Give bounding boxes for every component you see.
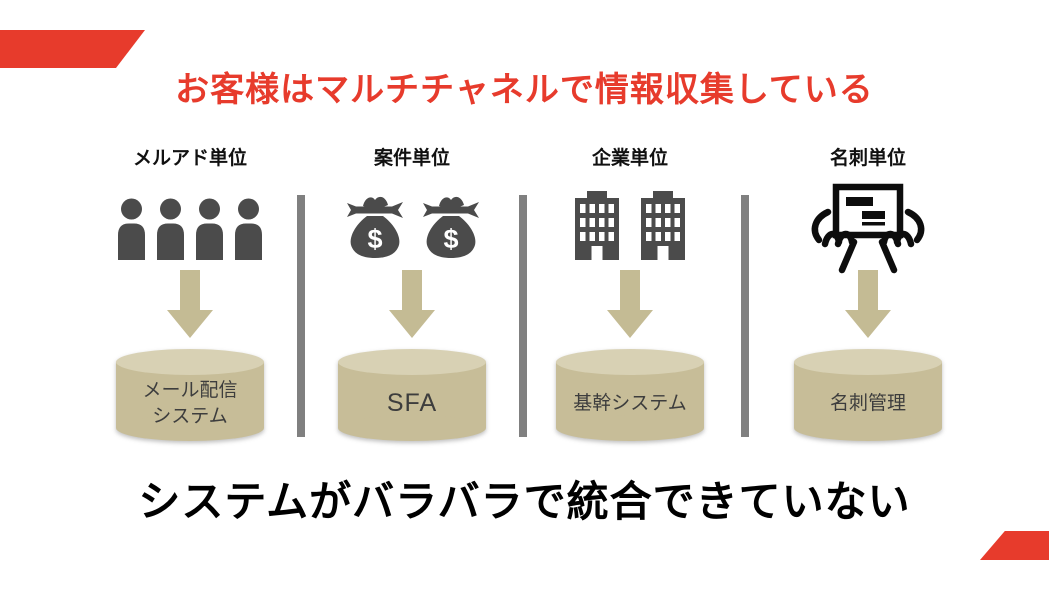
channel-column-business-card: 名刺単位 [763,143,973,443]
system-cylinder: メール配信 システム [116,348,264,442]
people-group-icon [85,188,295,260]
system-name: 名刺管理 [829,393,906,415]
system-name: SFA [386,389,438,418]
conclusion-text: システムがバラバラで統合できていない [138,478,911,525]
slide-title: お客様はマルチチャネルで情報収集している [175,71,874,109]
column-header: 企業単位 [591,148,668,169]
system-cylinder: SFA [338,348,486,442]
system-cylinder: 名刺管理 [794,348,942,442]
business-card-exchange-icon [763,183,973,274]
dollar-sign: $ [367,224,382,254]
system-name: メール配信 システム [142,380,238,427]
column-divider [519,195,527,437]
channel-column-deal: 案件単位 $ $ [307,143,517,443]
channel-column-mail-address: メルアド単位 メール配信 システム [85,143,295,443]
red-parallelogram-bottom-right [980,531,1049,560]
money-bags-icon: $ $ [307,188,517,260]
channel-column-company: 企業単位 [525,143,735,443]
column-header: 名刺単位 [829,148,906,169]
down-arrow-icon [607,270,653,338]
column-divider [297,195,305,437]
down-arrow-icon [845,270,891,338]
down-arrow-icon [389,270,435,338]
column-divider [741,195,749,437]
column-header: 案件単位 [373,148,450,169]
system-name: 基幹システム [573,393,687,415]
office-buildings-icon [525,188,735,260]
down-arrow-icon [167,270,213,338]
dollar-sign: $ [443,224,458,254]
column-header: メルアド単位 [132,148,247,169]
system-cylinder: 基幹システム [556,348,704,442]
